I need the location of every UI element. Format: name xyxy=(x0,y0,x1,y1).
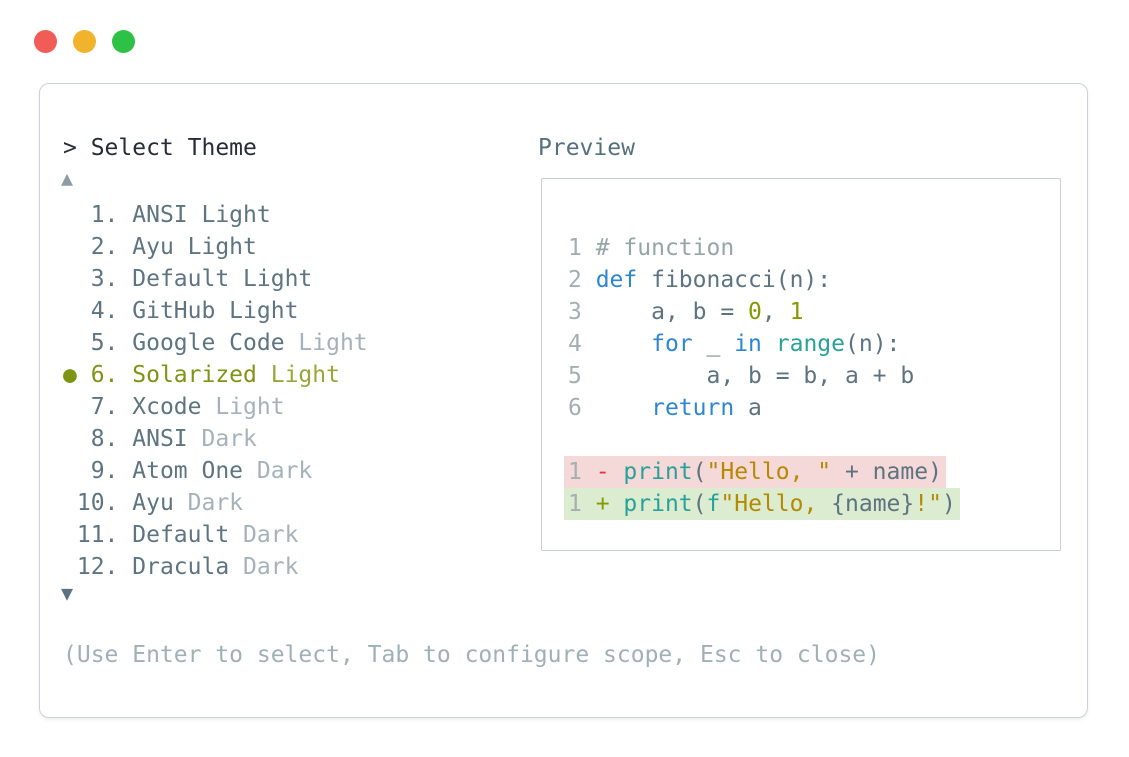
code-preview: 1 # function 2 def fibonacci(n): 3 a, b = … xyxy=(564,232,960,520)
zoom-window-button[interactable] xyxy=(112,30,135,53)
theme-option-3[interactable]: 3. Default Light xyxy=(63,266,313,292)
theme-option-10[interactable]: 10. Ayu Dark xyxy=(63,490,244,516)
theme-option-8[interactable]: 8. ANSI Dark xyxy=(63,426,257,452)
theme-option-4[interactable]: 4. GitHub Light xyxy=(63,298,299,324)
window-controls xyxy=(34,30,135,53)
code-line-9: 1 + print(f"Hello, {name}!") xyxy=(564,488,960,520)
code-line-1: 1 # function xyxy=(568,235,735,261)
scroll-down-icon[interactable]: ▼ xyxy=(61,581,74,605)
theme-option-9[interactable]: 9. Atom One Dark xyxy=(63,458,313,484)
preview-label: Preview xyxy=(538,135,635,161)
theme-option-5[interactable]: 5. Google Code Light xyxy=(63,330,368,356)
help-text: (Use Enter to select, Tab to configure s… xyxy=(63,642,880,668)
code-line-4: 4 for _ in range(n): xyxy=(568,331,901,357)
code-line-7 xyxy=(568,424,960,456)
code-line-3: 3 a, b = 0, 1 xyxy=(568,299,804,325)
code-line-2: 2 def fibonacci(n): xyxy=(568,267,832,293)
theme-option-7[interactable]: 7. Xcode Light xyxy=(63,394,285,420)
close-window-button[interactable] xyxy=(34,30,57,53)
theme-option-6[interactable]: ● 6. Solarized Light xyxy=(63,362,340,388)
preview-pane: 1 # function 2 def fibonacci(n): 3 a, b = … xyxy=(541,178,1061,551)
theme-option-1[interactable]: 1. ANSI Light xyxy=(63,202,271,228)
theme-picker-dialog: > Select Theme ▲ 1. ANSI Light 2. Ayu Li… xyxy=(39,83,1088,718)
theme-list: 1. ANSI Light 2. Ayu Light 3. Default Li… xyxy=(63,199,368,583)
minimize-window-button[interactable] xyxy=(73,30,96,53)
code-line-5: 5 a, b = b, a + b xyxy=(568,363,915,389)
theme-option-2[interactable]: 2. Ayu Light xyxy=(63,234,257,260)
dialog-title: > Select Theme xyxy=(63,135,257,161)
theme-option-12[interactable]: 12. Dracula Dark xyxy=(63,554,299,580)
code-line-6: 6 return a xyxy=(568,395,762,421)
code-line-8: 1 - print("Hello, " + name) xyxy=(564,456,960,488)
theme-option-11[interactable]: 11. Default Dark xyxy=(63,522,299,548)
scroll-up-icon[interactable]: ▲ xyxy=(61,166,74,190)
